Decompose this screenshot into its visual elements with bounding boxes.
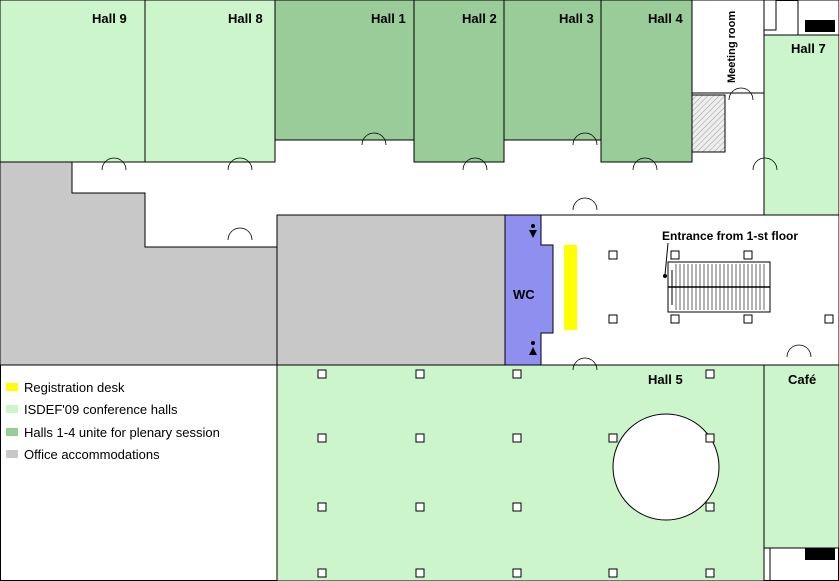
column [608, 314, 618, 324]
door [361, 132, 387, 146]
room-hall-9[interactable] [0, 0, 146, 163]
door [227, 157, 253, 171]
corner-fixture-bottom [805, 548, 835, 560]
legend-swatch-office [6, 450, 18, 458]
column [415, 502, 425, 512]
legend-label-plenary: Halls 1-4 unite for plenary session [24, 425, 220, 440]
legend-label-office: Office accommodations [24, 447, 160, 462]
label-hall-8: Hall 8 [228, 11, 263, 26]
column [415, 369, 425, 379]
label-hall-7: Hall 7 [791, 41, 826, 56]
label-hall-9: Hall 9 [92, 11, 127, 26]
column [608, 568, 618, 578]
column [670, 250, 680, 260]
columns [317, 250, 834, 578]
door [572, 132, 598, 146]
legend-label-conference: ISDEF'09 conference halls [24, 402, 178, 417]
column [317, 433, 327, 443]
label-entrance: Entrance from 1-st floor [662, 229, 798, 243]
door [227, 227, 253, 241]
label-hall-5: Hall 5 [648, 372, 683, 387]
hall-5-round-table [612, 413, 720, 521]
column [608, 433, 618, 443]
column [512, 568, 522, 578]
column [705, 568, 715, 578]
male-icon [529, 224, 537, 238]
column [743, 250, 753, 260]
female-icon [529, 341, 537, 355]
staircase-icon [667, 261, 771, 313]
column [824, 314, 834, 324]
column [317, 369, 327, 379]
room-hall-3[interactable] [503, 0, 602, 141]
room-hall-7[interactable] [763, 34, 839, 216]
door [572, 197, 598, 211]
column [705, 502, 715, 512]
legend-swatch-conference [6, 405, 18, 413]
column [317, 568, 327, 578]
legend-label-registration: Registration desk [24, 380, 125, 395]
room-cafe[interactable] [763, 364, 839, 549]
corner-fixture [805, 20, 835, 32]
column [317, 502, 327, 512]
entrance-pointer [664, 242, 669, 276]
label-hall-1: Hall 1 [371, 11, 406, 26]
doors [101, 87, 812, 371]
door [786, 344, 812, 358]
column [415, 568, 425, 578]
column [705, 433, 715, 443]
door [632, 157, 658, 171]
entrance-dot [663, 274, 667, 278]
door [101, 157, 127, 171]
stair-hatch [691, 94, 726, 153]
corner-room-bottom [769, 547, 839, 581]
label-wc: WC [513, 287, 535, 302]
column [705, 369, 715, 379]
column [415, 433, 425, 443]
door [462, 157, 488, 171]
legend: Registration desk ISDEF'09 conference ha… [6, 380, 220, 462]
column [670, 314, 680, 324]
label-hall-4: Hall 4 [648, 11, 683, 26]
column [512, 433, 522, 443]
room-hall-2[interactable] [413, 0, 505, 163]
legend-swatch-registration [6, 383, 18, 391]
door [728, 87, 754, 101]
legend-swatch-plenary [6, 428, 18, 436]
column [608, 250, 618, 260]
column [512, 502, 522, 512]
room-wc[interactable] [504, 214, 554, 366]
registration-desk[interactable] [564, 245, 577, 330]
room-hall-4[interactable] [600, 0, 693, 163]
label-cafe: Café [788, 372, 816, 387]
door [572, 357, 598, 371]
corner-room [763, 0, 777, 31]
door [752, 157, 778, 171]
office-center [276, 214, 506, 366]
column [743, 314, 753, 324]
label-hall-2: Hall 2 [462, 11, 497, 26]
column [512, 369, 522, 379]
label-meeting-room: Meeting room [726, 11, 738, 83]
label-hall-3: Hall 3 [559, 11, 594, 26]
room-meeting[interactable] [691, 0, 765, 94]
